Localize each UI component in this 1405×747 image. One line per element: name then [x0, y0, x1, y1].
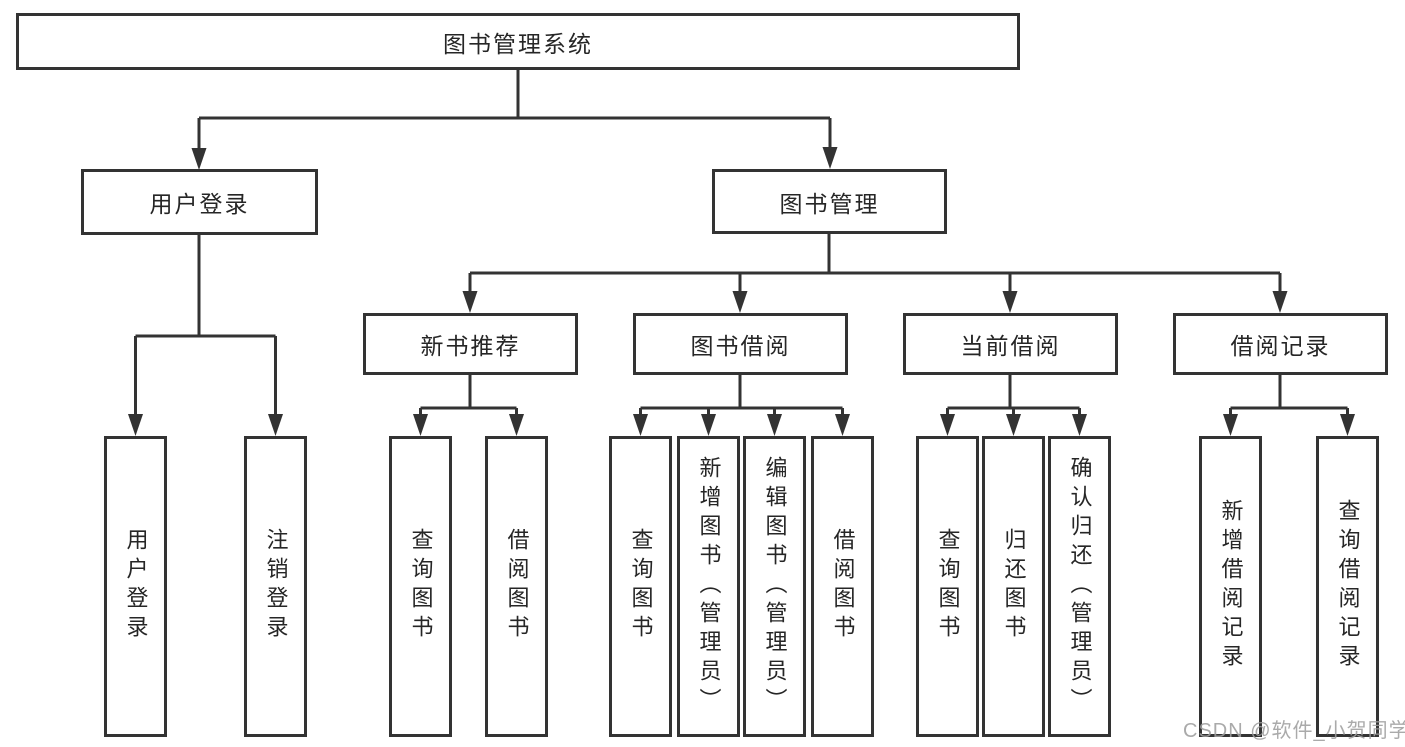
leaf-return-book: 归还图书 — [982, 436, 1045, 737]
node-user-login: 用户登录 — [81, 169, 318, 235]
leaf-query-books-current: 查询图书 — [916, 436, 979, 737]
leaf-borrow-books-recommend: 借阅图书 — [485, 436, 548, 737]
node-book-management-label: 图书管理 — [779, 190, 880, 217]
node-user-login-label: 用户登录 — [149, 191, 250, 217]
csdn-watermark: CSDN @软件_小贺同学 — [1183, 720, 1405, 742]
leaf-query-books-current-label: 查询图书 — [935, 528, 961, 645]
leaf-query-books-recommend: 查询图书 — [389, 436, 452, 737]
leaf-return-book-label: 归还图书 — [1001, 528, 1027, 645]
node-borrowing-records-label: 借阅记录 — [1230, 333, 1331, 359]
node-book-management: 图书管理 — [712, 169, 947, 234]
leaf-query-borrow-record-label: 查询借阅记录 — [1335, 499, 1361, 674]
leaf-add-book-admin: 新增图书（管理员） — [677, 436, 740, 737]
leaf-confirm-return-admin-label: 确认归还（管理员） — [1067, 455, 1093, 718]
node-root-system: 图书管理系统 — [16, 13, 1020, 70]
leaf-user-login: 用户登录 — [104, 436, 167, 737]
leaf-query-books-recommend-label: 查询图书 — [408, 528, 434, 645]
node-current-borrowing-label: 当前借阅 — [960, 333, 1061, 359]
leaf-add-book-admin-label: 新增图书（管理员） — [696, 455, 722, 718]
leaf-borrow-books: 借阅图书 — [811, 436, 874, 737]
leaf-edit-book-admin: 编辑图书（管理员） — [743, 436, 806, 737]
arrowheads — [128, 147, 1355, 436]
leaf-confirm-return-admin: 确认归还（管理员） — [1048, 436, 1111, 737]
leaf-borrow-books-label: 借阅图书 — [830, 528, 856, 645]
leaf-add-borrow-record: 新增借阅记录 — [1199, 436, 1262, 737]
leaf-user-login-label: 用户登录 — [123, 528, 149, 645]
leaf-borrow-books-recommend-label: 借阅图书 — [504, 528, 530, 645]
node-new-book-recommend: 新书推荐 — [363, 313, 578, 375]
leaf-query-books-borrowing: 查询图书 — [609, 436, 672, 737]
node-root-label: 图书管理系统 — [443, 30, 593, 57]
node-borrowing-records: 借阅记录 — [1173, 313, 1388, 375]
node-current-borrowing: 当前借阅 — [903, 313, 1118, 375]
node-new-book-recommend-label: 新书推荐 — [420, 333, 521, 359]
leaf-logout-label: 注销登录 — [263, 528, 289, 645]
leaf-query-books-borrowing-label: 查询图书 — [628, 528, 654, 645]
leaf-edit-book-admin-label: 编辑图书（管理员） — [762, 455, 788, 718]
leaf-logout: 注销登录 — [244, 436, 307, 737]
node-book-borrowing-label: 图书借阅 — [690, 333, 791, 359]
leaf-query-borrow-record: 查询借阅记录 — [1316, 436, 1379, 737]
node-book-borrowing: 图书借阅 — [633, 313, 848, 375]
leaf-add-borrow-record-label: 新增借阅记录 — [1218, 499, 1244, 674]
